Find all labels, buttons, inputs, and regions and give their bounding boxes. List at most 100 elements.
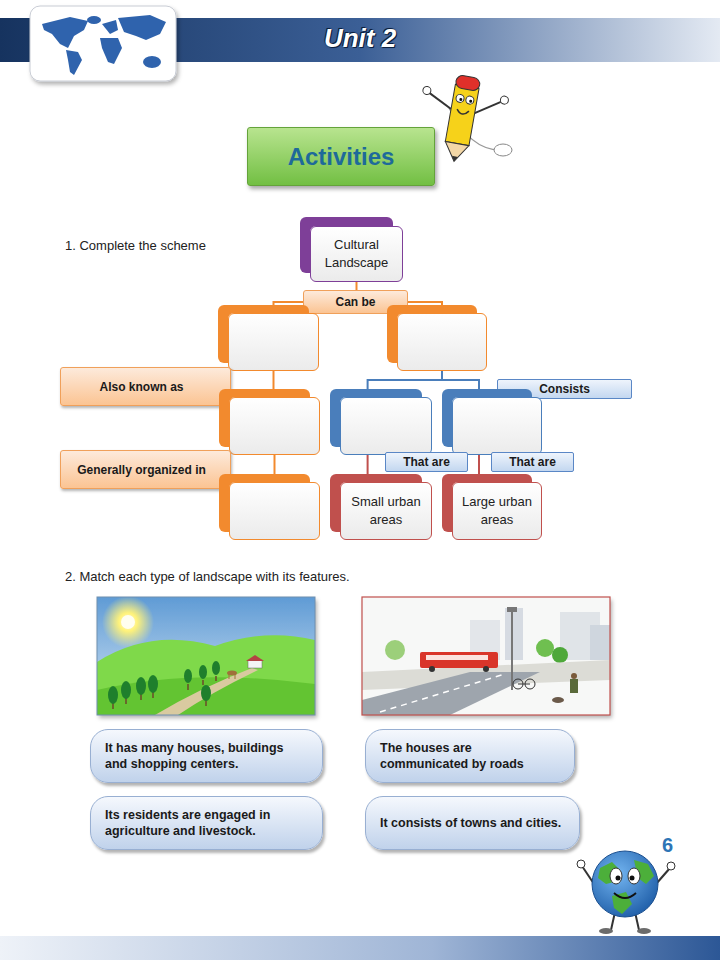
- page-number: 6: [662, 834, 673, 857]
- link-label-box: Also known as: [60, 367, 231, 406]
- globe-mascot: [577, 860, 585, 868]
- countryside-picture: [121, 615, 135, 629]
- box-text: The houses are communicated by roads: [380, 740, 560, 773]
- box-text: Can be: [335, 295, 375, 309]
- connector: [478, 455, 480, 482]
- pencil-mascot: [475, 96, 504, 117]
- blank-box: [228, 313, 319, 371]
- box-text: Generally organized in: [77, 463, 206, 477]
- globe-mascot: [628, 868, 640, 884]
- globe-mascot: [592, 851, 658, 917]
- blank-box: [229, 482, 320, 540]
- connector: [368, 371, 442, 397]
- pencil-mascot: [422, 86, 431, 95]
- connector: [274, 302, 304, 313]
- countryside-picture: [102, 597, 154, 648]
- box-text: It consists of towns and cities.: [380, 815, 561, 831]
- town-picture: [518, 684, 530, 685]
- town-picture: [507, 607, 517, 612]
- pencil-mascot: [500, 95, 509, 104]
- countryside-picture: [229, 675, 230, 679]
- world-map-icon: [102, 20, 118, 34]
- globe-mascot: [614, 893, 636, 898]
- countryside-picture: [227, 671, 237, 676]
- box-text: Its residents are engaged in agriculture…: [105, 807, 308, 840]
- town-picture: [380, 674, 505, 712]
- connector: [442, 371, 479, 397]
- countryside-picture: [97, 597, 315, 715]
- connector: [367, 455, 369, 482]
- box-text: That are: [403, 455, 450, 469]
- globe-mascot: [610, 868, 622, 884]
- countryside-picture: [248, 660, 262, 668]
- link-label-box: Generally organized in: [60, 450, 231, 489]
- blank-box: [229, 397, 320, 455]
- activities-banner: Activities: [247, 127, 435, 186]
- world-map-icon: [30, 6, 176, 81]
- box-text: Consists: [539, 382, 590, 396]
- town-picture: [362, 597, 610, 715]
- world-map-icon: [42, 17, 88, 48]
- concept-box: Cultural Landscape: [310, 226, 403, 282]
- feature-box: It has many houses, buildings and shoppi…: [90, 729, 323, 783]
- connector: [273, 371, 275, 397]
- town-picture: [511, 612, 513, 690]
- town-picture: [362, 672, 540, 715]
- connector: [356, 282, 358, 290]
- link-label-box: That are: [491, 452, 574, 472]
- world-map-icon: [30, 6, 176, 81]
- pencil-mascot: [465, 95, 474, 104]
- page-title: Unit 2: [290, 23, 430, 54]
- pencil-mascot: [469, 100, 472, 103]
- box-text: Activities: [288, 143, 395, 171]
- town-picture: [362, 607, 610, 715]
- globe-mascot: [616, 876, 621, 881]
- town-picture: [570, 679, 578, 693]
- pencil-mascot: [425, 92, 453, 109]
- countryside-picture: [212, 661, 220, 675]
- countryside-picture: [235, 675, 236, 679]
- instruction-text: 1. Complete the scheme: [65, 238, 206, 253]
- countryside-picture: [215, 676, 217, 681]
- countryside-picture: [187, 684, 189, 690]
- town-picture: [571, 673, 577, 679]
- box-text: Also known as: [99, 380, 183, 394]
- footer-bar: [0, 936, 720, 960]
- box-text: Cultural Landscape: [317, 236, 396, 271]
- town-picture: [483, 666, 489, 672]
- pencil-mascot: [459, 98, 462, 101]
- globe-mascot: [599, 928, 613, 934]
- countryside-picture: [246, 655, 264, 661]
- link-label-box: That are: [385, 452, 468, 472]
- town-picture: [552, 697, 564, 703]
- countryside-picture: [121, 681, 131, 699]
- pencil-mascot: [455, 94, 464, 103]
- blank-box: [452, 397, 542, 455]
- concept-box: Small urban areas: [340, 482, 432, 540]
- pencil-mascot: [451, 156, 458, 162]
- pencil-mascot: [445, 84, 479, 145]
- town-picture: [426, 655, 488, 660]
- feature-box: Its residents are engaged in agriculture…: [90, 796, 323, 850]
- town-picture: [385, 640, 405, 660]
- concept-box: Large urban areas: [452, 482, 542, 540]
- world-map-icon: [87, 16, 101, 24]
- countryside-picture: [108, 686, 118, 704]
- pencil-mascot: [455, 75, 481, 92]
- pencil-mascot: [456, 109, 469, 115]
- countryside-picture: [97, 596, 315, 715]
- countryside-picture: [202, 680, 204, 685]
- countryside-picture: [97, 635, 315, 715]
- globe-mascot: [667, 862, 675, 870]
- globe-mascot: [612, 892, 632, 914]
- box-text: Large urban areas: [459, 493, 535, 528]
- feature-box: It consists of towns and cities.: [365, 796, 580, 850]
- town-picture: [536, 639, 554, 657]
- countryside-picture: [201, 685, 211, 701]
- connector: [274, 455, 276, 482]
- town-picture: [362, 597, 610, 715]
- globe-mascot: [637, 928, 651, 934]
- instruction-text: 2. Match each type of landscape with its…: [65, 569, 350, 584]
